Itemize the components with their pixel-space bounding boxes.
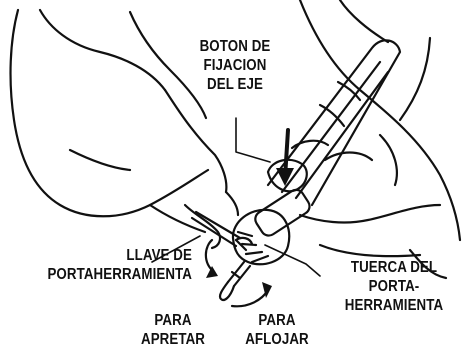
leader-collet-nut — [264, 244, 321, 277]
label-shaft-lock-button: BOTON DE FIJACION DEL EJE — [179, 37, 291, 94]
label-tighten: PARA APRETAR — [134, 311, 211, 349]
label-line: LLAVE DE — [126, 247, 192, 264]
label-collet-wrench: LLAVE DE PORTAHERRAMIENTA — [32, 246, 192, 284]
label-line: APRETAR — [140, 331, 206, 348]
tighten-arrow-icon — [204, 238, 218, 278]
label-line: FIJACION — [203, 57, 267, 74]
label-line: DEL EJE — [207, 76, 263, 93]
label-line: PARA — [258, 312, 296, 329]
collet-nut — [231, 208, 291, 266]
leader-collet-wrench — [151, 235, 201, 263]
label-collet-nut: TUERCA DEL PORTA- HERRAMIENTA — [339, 258, 449, 315]
label-line: PORTAHERRAMIENTA — [47, 266, 192, 283]
shaft-lock-button — [266, 158, 308, 193]
leader-lines — [151, 117, 321, 277]
tool-bit — [218, 260, 252, 302]
label-loosen: PARA AFLOJAR — [238, 311, 315, 349]
label-line: HERRAMIENTA — [344, 297, 444, 314]
collet-wrench — [190, 210, 254, 248]
label-line: PORTA- — [368, 278, 420, 295]
label-line: BOTON DE — [199, 38, 271, 55]
label-line: AFLOJAR — [245, 331, 309, 348]
left-hand — [9, 8, 240, 250]
label-line: PARA — [154, 312, 192, 329]
loosen-arrow-icon — [230, 282, 272, 308]
label-line: TUERCA DEL — [350, 259, 438, 276]
right-hand — [290, 0, 462, 280]
press-arrow-icon — [276, 128, 294, 186]
leader-shaft-lock — [235, 117, 271, 163]
rotary-tool — [254, 39, 402, 237]
